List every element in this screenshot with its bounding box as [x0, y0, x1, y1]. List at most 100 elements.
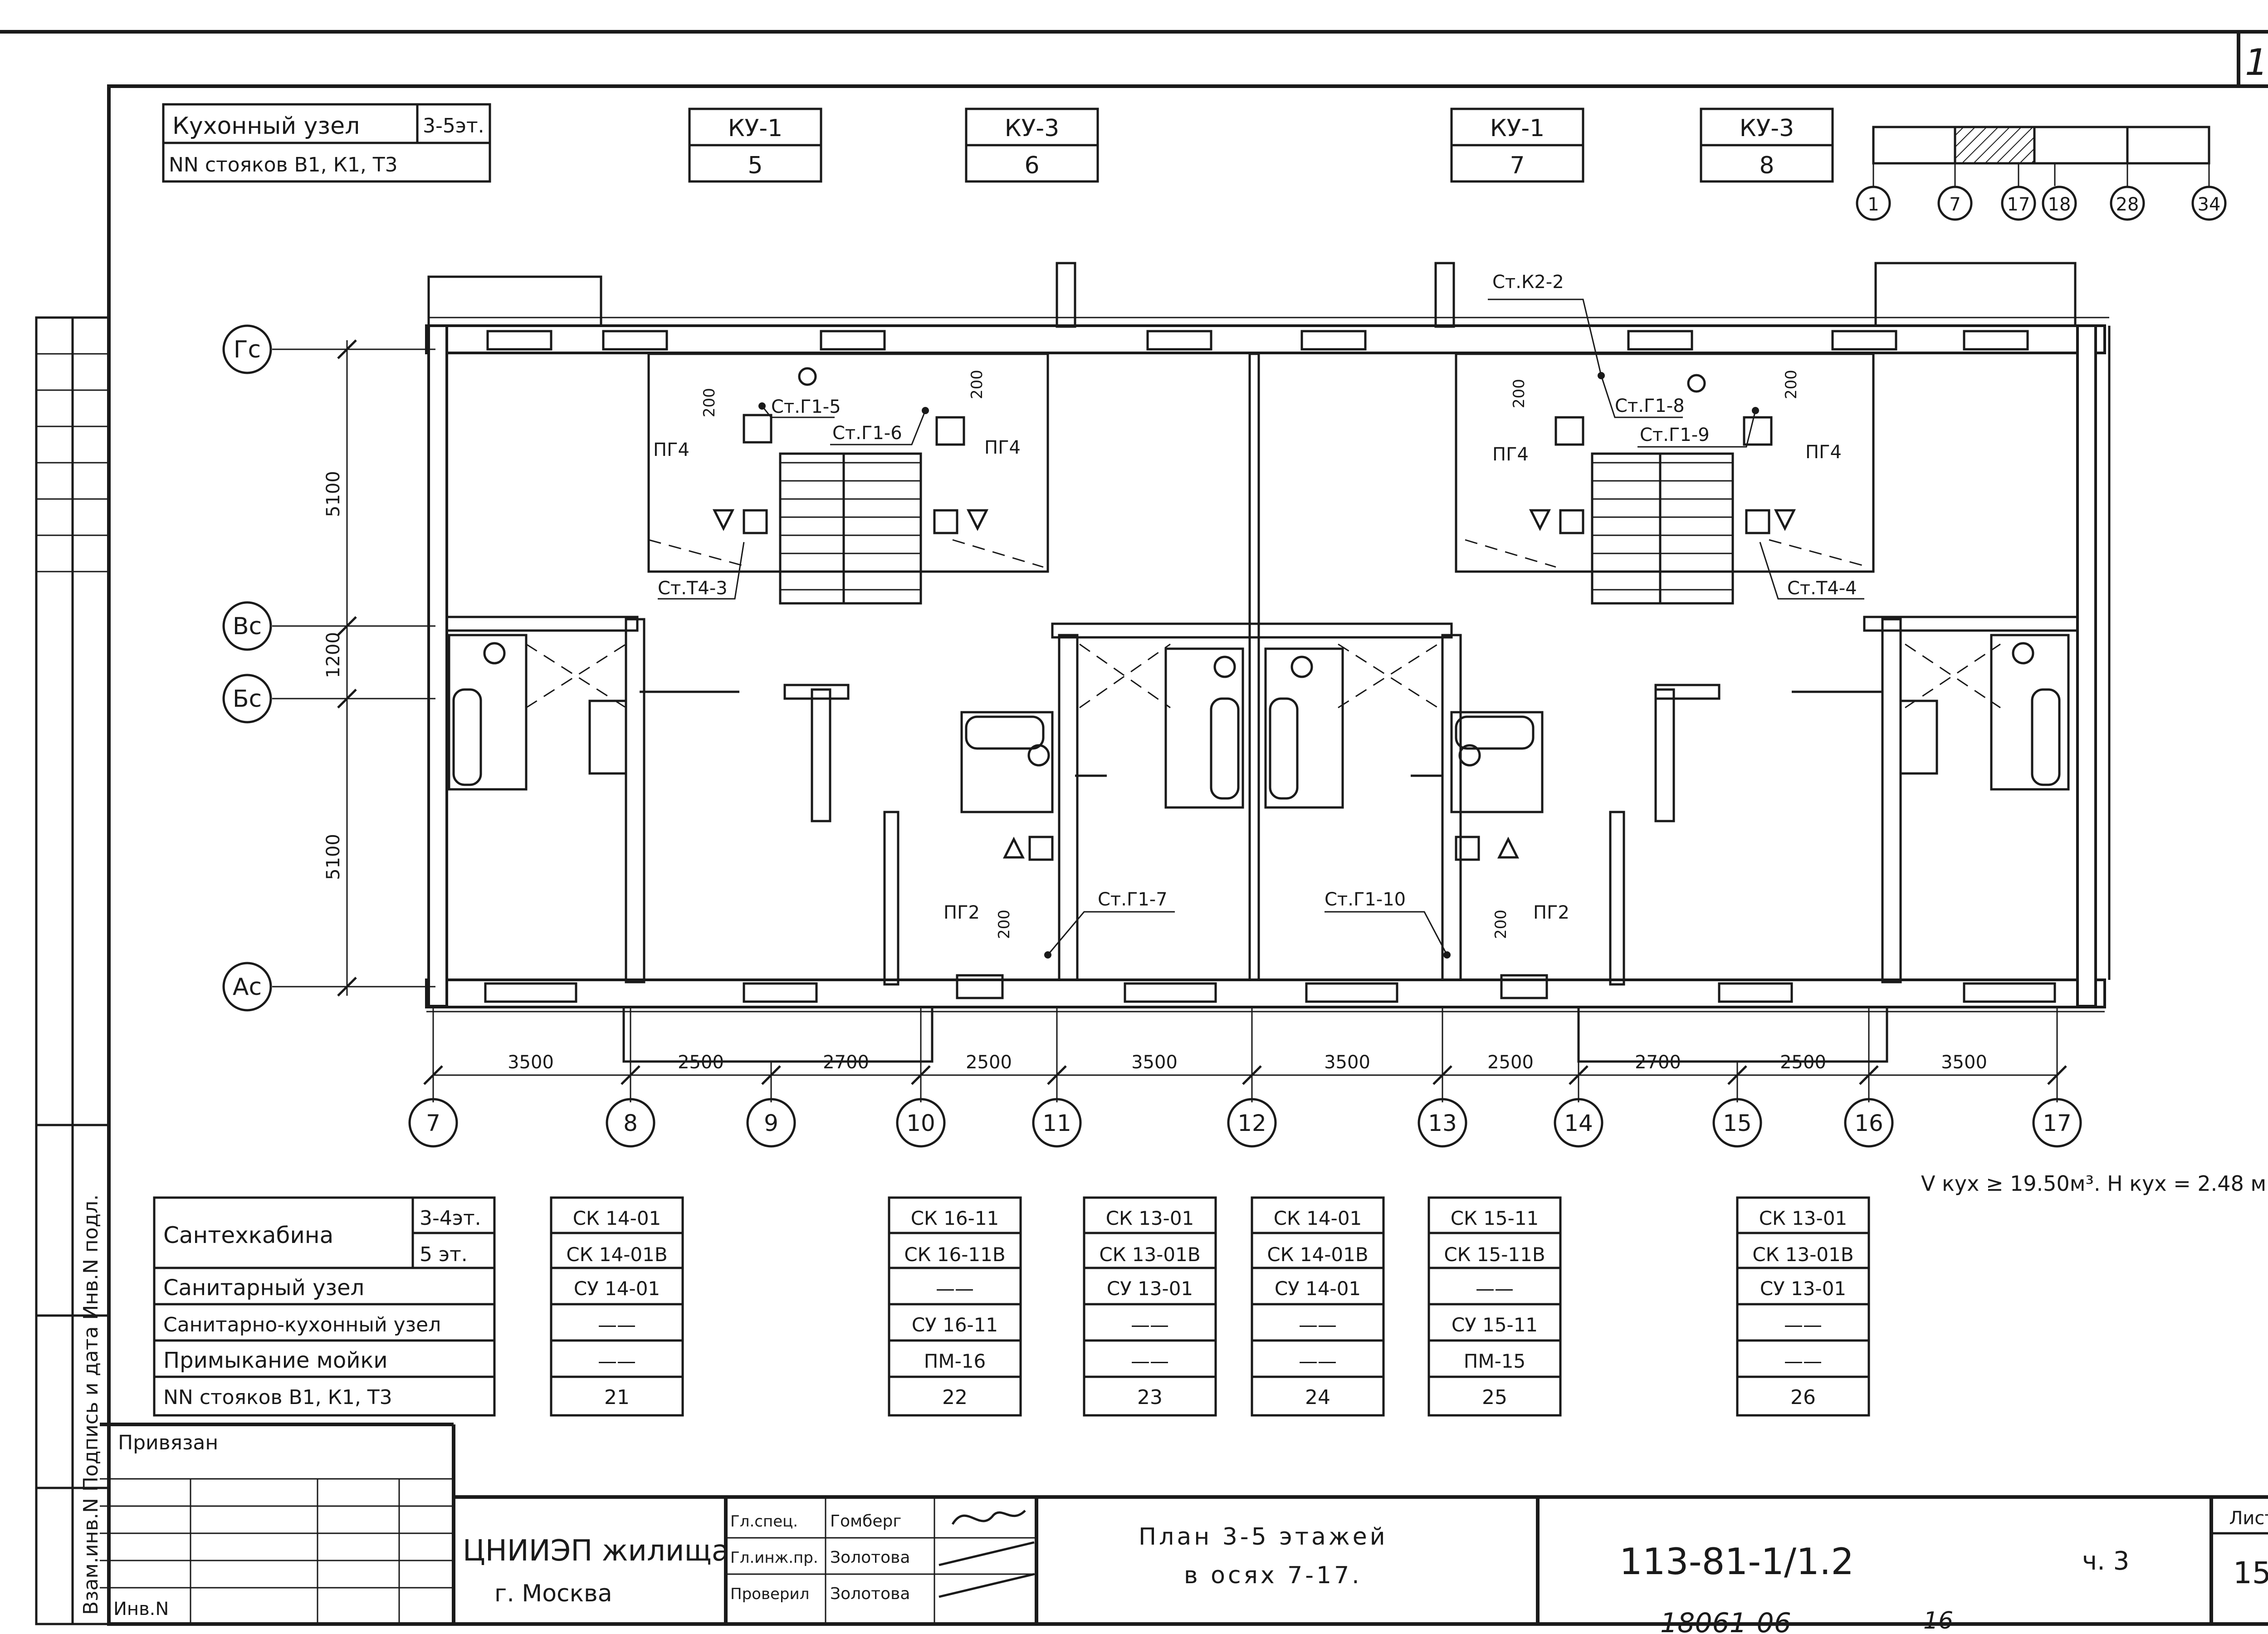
horizontal-dim: 3500	[508, 1052, 554, 1073]
sanitary-cell: СК 14-01	[573, 1207, 661, 1229]
riser-label: Ст.Г1-5	[771, 396, 841, 417]
sanitary-cell: ПМ-16	[924, 1350, 986, 1372]
sanitary-cell: СК 15-11	[1451, 1207, 1539, 1229]
sanitary-cell: ПМ-15	[1464, 1350, 1525, 1372]
sanitary-cell: СУ 14-01	[1275, 1277, 1361, 1300]
column-axis-label: 16	[1854, 1110, 1883, 1136]
sanitary-cell: СК 13-01	[1759, 1207, 1848, 1229]
sanitary-row-label: Сантехкабина	[163, 1222, 333, 1248]
sanitary-cabins	[448, 634, 2070, 813]
sanitary-column-number: 25	[1482, 1386, 1507, 1409]
sanitary-cell: СК 16-11	[911, 1207, 999, 1229]
north-exterior-wall	[425, 324, 2106, 354]
sanitary-column: СК 15-11 СК 15-11В —— СУ 15-11 ПМ-15 25	[1427, 1196, 1562, 1417]
dashed-zones	[526, 539, 2001, 709]
stairwell-right	[1455, 352, 1875, 605]
person-name: Золотова	[830, 1548, 910, 1567]
key-axis-label: 1	[1867, 194, 1879, 215]
person-name: Золотова	[830, 1585, 910, 1603]
key-plan-hatched-section	[1954, 126, 2036, 165]
sanitary-floor-label: 3-4эт.	[420, 1207, 481, 1230]
offset-dim: 200	[1510, 379, 1528, 408]
bottom-stamp-page: 16	[1923, 1607, 1953, 1634]
kitchen-table-risers: NN стояков В1, К1, Т3	[169, 153, 398, 176]
role-label: Гл.инж.пр.	[730, 1549, 818, 1567]
left-margin-stamp: Взам.инв.N Подпись и дата Инв.N подл.	[35, 316, 110, 1625]
horizontal-dim: 3500	[1941, 1052, 1987, 1073]
ku-code: КУ-3	[1005, 115, 1059, 142]
title-block: ЦНИИЭП жилища г. Москва Гл.спец. Гл.инж.…	[454, 1495, 2268, 1624]
key-axis-label: 34	[2198, 194, 2221, 215]
role-label: Проверил	[730, 1585, 809, 1603]
sheet-title-line1: План 3-5 этажей	[1139, 1523, 1388, 1551]
sheet-label: Лист	[2229, 1508, 2268, 1529]
vertical-dim: 5100	[323, 471, 344, 517]
riser-callouts: Ст.К2-2 Ст.Г1-5 Ст.Г1-6 Ст.Г1-8 Ст.Г1-9 …	[658, 272, 1864, 955]
key-axis-label: 17	[2007, 194, 2030, 215]
key-plan: 1 7 17 18 28 34	[1856, 126, 2227, 221]
offset-dim: 200	[1492, 910, 1510, 939]
sanitary-row-label: Примыкание мойки	[163, 1348, 388, 1373]
sanitary-cell: СК 13-01В	[1099, 1243, 1200, 1266]
sanitary-column-number: 24	[1305, 1386, 1330, 1409]
sheet-number: 15	[2233, 1556, 2268, 1590]
interior-partitions	[445, 352, 2079, 986]
key-axis-label: 18	[2048, 194, 2071, 215]
sanitary-cell: СК 16-11В	[904, 1243, 1005, 1266]
riser-label: Ст.Т4-3	[658, 578, 728, 599]
ku-number: 7	[1510, 152, 1525, 179]
row-axis-label: Ас	[233, 974, 262, 1001]
sanitary-cell: ——	[1784, 1314, 1822, 1336]
sanitary-cell: ——	[1131, 1314, 1169, 1336]
riser-markers	[712, 367, 1796, 959]
sanitary-cell: СК 14-01В	[1267, 1243, 1368, 1266]
row-axis-label: Гс	[234, 336, 261, 363]
sanitary-floor-label: 5 эт.	[420, 1243, 468, 1266]
privyazan-label: Привязан	[118, 1431, 218, 1454]
sanitary-row-label: NN стояков В1, К1, Т3	[163, 1386, 392, 1409]
ku-number: 6	[1024, 152, 1039, 179]
sanitary-cell: ——	[1131, 1350, 1169, 1372]
ku-code: КУ-3	[1740, 115, 1794, 142]
south-exterior-wall	[425, 978, 2106, 1008]
riser-label: Ст.К2-2	[1492, 272, 1564, 293]
sanitary-row-label: Санитарно-кухонный узел	[163, 1313, 441, 1336]
horizontal-dim: 3500	[1324, 1052, 1370, 1073]
signature-mark	[938, 1541, 1035, 1566]
sanitary-cell: СК 14-01В	[566, 1243, 667, 1266]
panel-tag: ПГ4	[984, 437, 1021, 458]
kitchen-unit-table: Кухонный узел 3-5эт. NN стояков В1, К1, …	[162, 103, 491, 183]
column-axis-label: 17	[2043, 1110, 2072, 1136]
row-axis-label: Бс	[233, 685, 262, 713]
sanitary-column: СК 13-01 СК 13-01В СУ 13-01 —— —— 26	[1736, 1196, 1870, 1417]
vertical-dim: 1200	[323, 632, 344, 678]
kitchen-volume-note: V кух ≥ 19.50м³. Н кух = 2.48 м.	[1921, 1171, 2268, 1196]
ku-number: 5	[748, 152, 763, 179]
sanitary-cell: СУ 13-01	[1107, 1277, 1193, 1300]
floor-plan: Ст.К2-2 Ст.Г1-5 Ст.Г1-6 Ст.Г1-8 Ст.Г1-9 …	[425, 262, 2111, 1063]
kitchen-unit-boxes: КУ-1 5 КУ-3 6 КУ-1 7 КУ-3 8	[688, 108, 1834, 183]
offset-dim: 200	[1782, 370, 1800, 399]
stairwell-left	[647, 352, 1049, 605]
ku-code: КУ-1	[1490, 115, 1545, 142]
panel-tag: ПГ4	[1805, 442, 1842, 463]
offset-dim: 200	[968, 370, 986, 399]
horizontal-dim: 2500	[1487, 1052, 1534, 1073]
sanitary-cell: ——	[598, 1314, 636, 1336]
sanitary-column-number: 22	[942, 1386, 968, 1409]
column-axis-label: 8	[623, 1110, 638, 1136]
column-axes: 3500 2500 2700 2500 3500 3500 2500 2700 …	[408, 1007, 2082, 1148]
column-axis-label: 14	[1564, 1110, 1593, 1136]
horizontal-dim: 2500	[966, 1052, 1012, 1073]
privyazan-block: Привязан Инв.N	[100, 1423, 455, 1624]
signature-mark	[938, 1573, 1035, 1598]
sheet-title-line2: в осях 7-17.	[1184, 1562, 1362, 1589]
key-axis-label: 28	[2116, 194, 2139, 215]
riser-label: Ст.Г1-9	[1640, 425, 1710, 445]
sanitary-cell: СК 13-01В	[1752, 1243, 1853, 1266]
sanitary-cell: ——	[598, 1350, 636, 1372]
column-axis-label: 7	[426, 1110, 440, 1136]
bottom-stamp: 18061-06	[1660, 1607, 1791, 1634]
person-name: Гомберг	[830, 1512, 901, 1531]
